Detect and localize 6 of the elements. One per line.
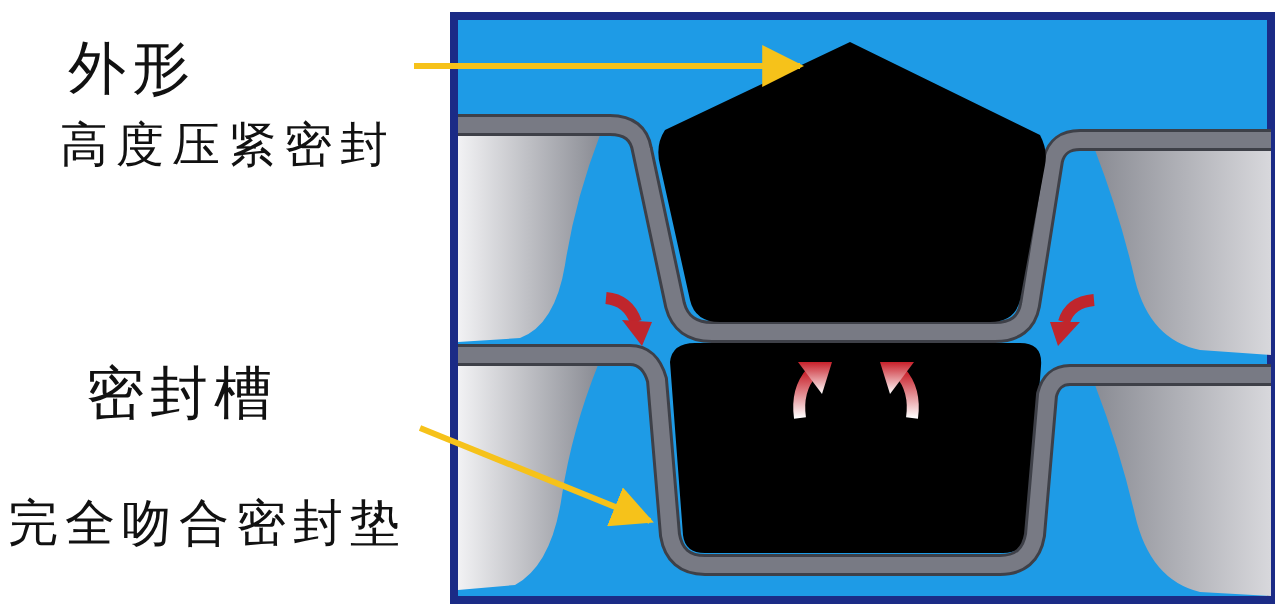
heading-text: 密封槽: [86, 360, 278, 427]
arrow: [418, 425, 654, 527]
heading-text: 外形: [68, 35, 196, 102]
caption-text: 高度压紧密封: [60, 117, 396, 173]
arrow: [414, 45, 805, 87]
caption-text: 完全吻合密封垫: [8, 495, 407, 553]
